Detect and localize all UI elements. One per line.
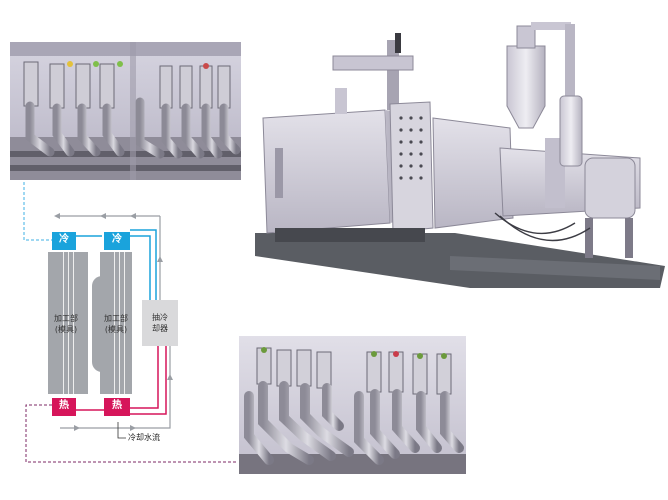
die-label-right-line1: 加工部 — [104, 314, 128, 323]
cooler-label-line1: 抽冷 — [152, 313, 168, 322]
cooler-label-line2: 却器 — [152, 324, 168, 333]
gray-return-line-bottom — [60, 346, 171, 429]
hot-line-return — [130, 346, 167, 415]
dashed-link-blue — [23, 182, 52, 241]
die-casting-machine-illustration — [245, 18, 665, 303]
die-channel-right-1 — [114, 252, 115, 394]
die-label-left-line1: 加工部 — [54, 314, 78, 323]
hot-tag-left: 热 — [52, 398, 76, 416]
die-label-right: 加工部 (模具) — [96, 313, 136, 335]
die-channel-right-2 — [119, 252, 120, 394]
cooler-unit — [142, 300, 178, 346]
die-channel-right-3 — [124, 252, 125, 394]
cold-tag-right: 冷 — [104, 232, 130, 250]
die-channel-left-1 — [63, 252, 64, 394]
cold-tag-left: 冷 — [52, 232, 76, 250]
die-channel-left-2 — [68, 252, 69, 394]
cooling-water-flow-caption: 冷却水流 — [128, 433, 160, 442]
die-notch-right — [92, 276, 104, 372]
die-block-right — [100, 252, 132, 394]
hot-tag-right: 热 — [104, 398, 130, 416]
valve-closeup-illustration-top — [10, 42, 241, 180]
die-label-left-line2: (模具) — [54, 325, 78, 334]
die-channel-left-3 — [73, 252, 74, 394]
machine-drawing — [255, 22, 665, 288]
cold-line-return — [130, 229, 157, 300]
die-label-right-line2: (模具) — [104, 325, 128, 334]
valve-closeup-illustration-bottom — [239, 336, 466, 474]
dashed-link-purple — [25, 404, 238, 463]
valve-closeup-photo-top — [10, 42, 241, 180]
die-label-left: 加工部 (模具) — [46, 313, 86, 335]
valve-closeup-photo-bottom — [239, 336, 466, 474]
cooler-label: 抽冷 却器 — [142, 312, 178, 334]
